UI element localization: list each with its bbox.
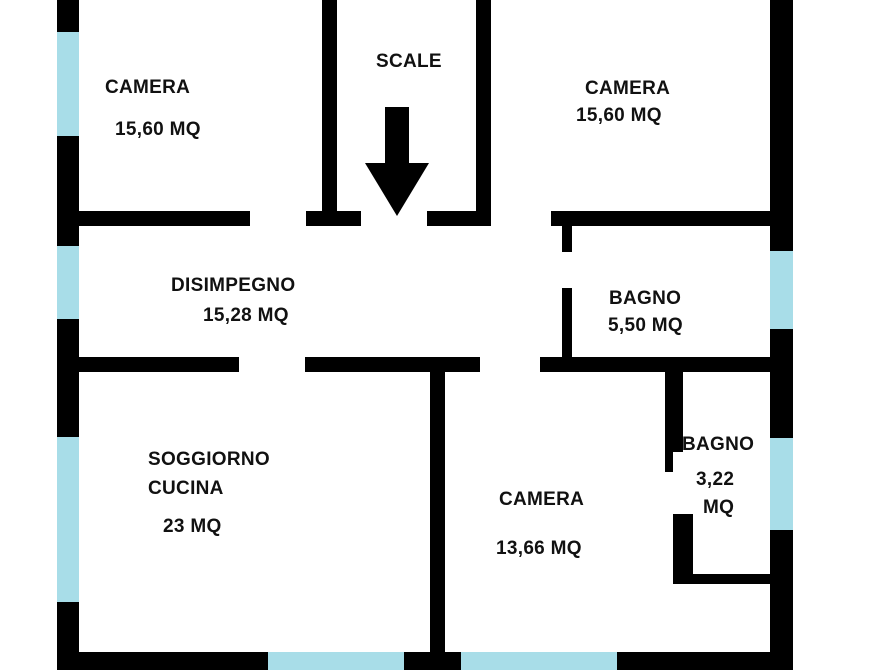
outer-wall-right [770,0,793,670]
outer-wall-bottom [57,652,793,670]
room-name-camera-top-right: CAMERA [585,78,671,99]
wall-bagno-left-upper [562,226,572,252]
window-left-3 [57,437,79,602]
wall-camera-tr-bottom [551,211,793,226]
room-area-bagno-large: 5,50 MQ [608,315,683,336]
room-area-camera-top-right: 15,60 MQ [576,105,662,126]
wall-bagno-small-door [673,452,683,514]
wall-camera-b-top-right [540,357,793,372]
wall-bagno-small-bottom [673,574,793,584]
wall-bagno-left-lower [562,288,572,364]
room-name-bagno-small: BAGNO [682,434,755,455]
room-name-camera-top-left: CAMERA [105,77,191,98]
wall-bagno-small-lower-left [683,514,693,584]
window-bottom-2 [461,652,617,670]
room-name-scale: SCALE [376,51,442,72]
room-name-bagno-large: BAGNO [609,288,682,309]
window-right-2 [770,438,793,530]
wall-soggiorno-top-right [305,357,480,372]
room-name-cucina: CUCINA [148,478,224,499]
window-bottom-1 [268,652,404,670]
wall-camera-tl-bottom [57,211,250,226]
wall-soggiorno-camera [430,372,445,652]
room-area-bagno-small-value: 3,22 [696,469,735,490]
room-area-camera-bottom: 13,66 MQ [496,538,582,559]
stair-wall-left [322,0,337,222]
wall-stair-bottom-right [427,211,491,226]
room-area-camera-top-left: 15,60 MQ [115,119,201,140]
room-name-camera-bottom: CAMERA [499,489,585,510]
room-name-disimpegno: DISIMPEGNO [171,275,296,296]
room-area-bagno-small-unit: MQ [703,497,735,518]
stair-wall-right [476,0,491,222]
wall-bagno-small-upper [665,372,675,472]
down-arrow-icon [365,107,429,216]
window-left-2 [57,246,79,319]
wall-stair-bottom-left [306,211,361,226]
room-area-disimpegno: 15,28 MQ [203,305,289,326]
room-area-soggiorno: 23 MQ [163,516,222,537]
window-left-1 [57,32,79,136]
room-name-soggiorno: SOGGIORNO [148,449,270,470]
wall-soggiorno-top-left [57,357,239,372]
window-right-1 [770,251,793,329]
